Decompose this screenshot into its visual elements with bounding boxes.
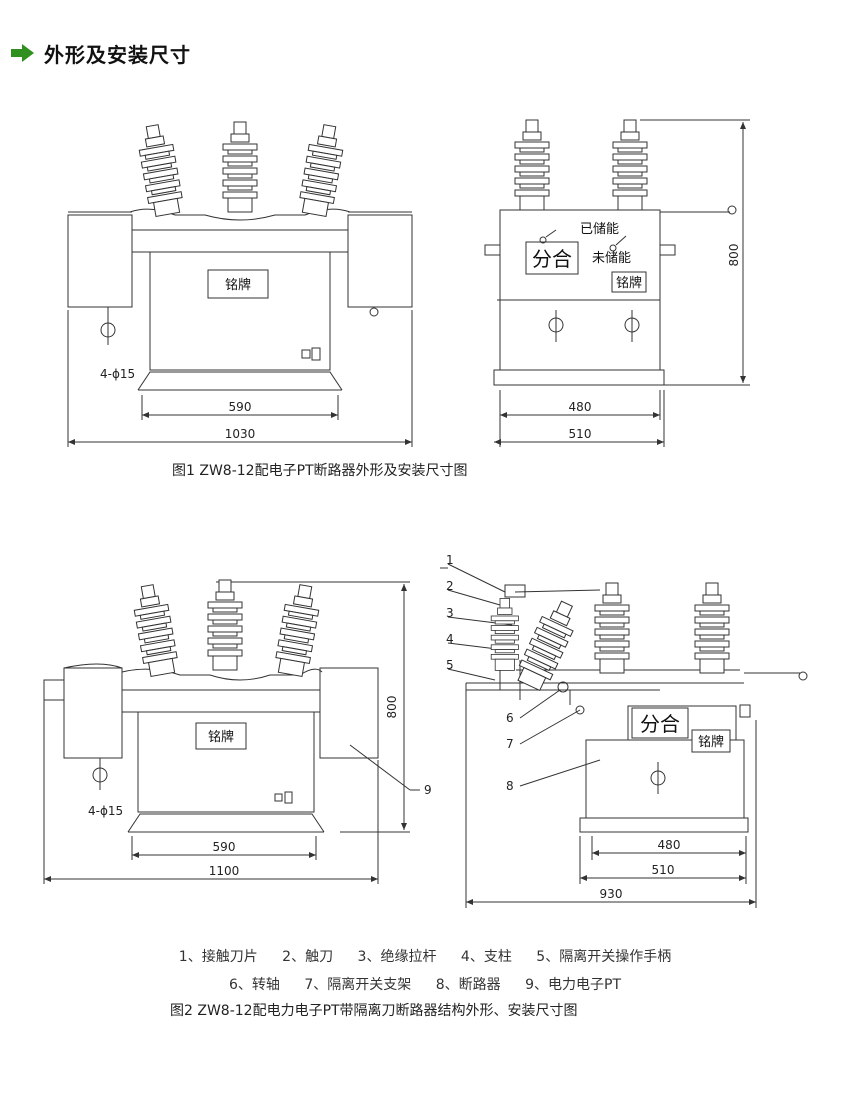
fig1-right-not-stored: 未储能 [592, 251, 631, 266]
fig1-left-dim-base: 590 [229, 400, 252, 414]
fig2-right-dim-total: 930 [600, 887, 623, 901]
fig2-callout-6: 6 [506, 711, 514, 725]
fig2-left-callout-9: 9 [424, 783, 432, 797]
fig1-right-stored: 已储能 [580, 222, 619, 237]
legend-item-3: 3、绝缘拉杆 [357, 949, 437, 965]
fig1-right-onoff: 分合 [532, 247, 572, 271]
fig2-callout-4: 4 [446, 632, 454, 646]
legend-item-6: 6、转轴 [228, 977, 280, 993]
fig1-right-dim-height: 800 [727, 244, 741, 267]
legend-item-8: 8、断路器 [435, 977, 501, 993]
fig2-callout-7: 7 [506, 737, 514, 751]
fig2-right-dim-mid: 510 [652, 863, 675, 877]
fig2-callout-5: 5 [446, 658, 454, 672]
fig1-right-drawing [484, 119, 750, 447]
arrow-right-icon [11, 44, 34, 62]
fig1-left-dim-total: 1030 [225, 427, 256, 441]
section-header: 外形及安装尺寸 [10, 38, 191, 68]
fig2-callout-8: 8 [506, 779, 514, 793]
legend-item-9: 9、电力电子PT [525, 977, 622, 993]
fig2-right-insulators [490, 582, 730, 693]
fig2-left-dim-height: 800 [385, 696, 399, 719]
fig2-callout-1: 1 [446, 553, 454, 567]
fig2-callout-2: 2 [446, 579, 454, 593]
fig2-left-drawing [43, 581, 420, 884]
fig1-left-insulators [134, 121, 348, 218]
legend-item-7: 7、隔离开关支架 [304, 977, 412, 993]
fig2-left-nameplate: 铭牌 [208, 729, 234, 745]
fig1-right-insulators [514, 119, 648, 211]
figure2-caption: 图2 ZW8-12配电力电子PT带隔离刀断路器结构外形、安装尺寸图 [170, 1003, 578, 1019]
fig2-right-drawing [440, 563, 808, 908]
fig2-callout-3: 3 [446, 606, 454, 620]
fig1-right-dim-total: 510 [569, 427, 592, 441]
fig1-right-dim-base: 480 [569, 400, 592, 414]
legend-item-1: 1、接触刀片 [178, 949, 258, 965]
fig1-left-drawing [67, 208, 413, 447]
figure1-caption: 图1 ZW8-12配电子PT断路器外形及安装尺寸图 [172, 463, 468, 479]
fig2-left-insulators [129, 579, 324, 678]
fig1-right-nameplate: 铭牌 [616, 275, 642, 291]
fig1-left-hole-label: 4-ϕ15 [100, 367, 135, 381]
legend-item-2: 2、触刀 [282, 949, 334, 965]
figure2-legend-line1: 1、接触刀片 2、触刀 3、绝缘拉杆 4、支柱 5、隔离开关操作手柄 [0, 946, 850, 966]
legend-item-4: 4、支柱 [460, 949, 512, 965]
fig1-left-nameplate: 铭牌 [225, 277, 251, 293]
fig2-left-dim-total: 1100 [209, 864, 240, 878]
fig2-right-nameplate: 铭牌 [698, 734, 724, 750]
section-title: 外形及安装尺寸 [44, 42, 191, 67]
fig2-right-dim-base: 480 [658, 838, 681, 852]
fig2-right-onoff: 分合 [640, 712, 680, 736]
figure2-legend-line2: 6、转轴 7、隔离开关支架 8、断路器 9、电力电子PT [0, 974, 850, 994]
fig2-left-hole-label: 4-ϕ15 [88, 804, 123, 818]
fig2-left-dim-base: 590 [213, 840, 236, 854]
legend-item-5: 5、隔离开关操作手柄 [536, 949, 672, 965]
